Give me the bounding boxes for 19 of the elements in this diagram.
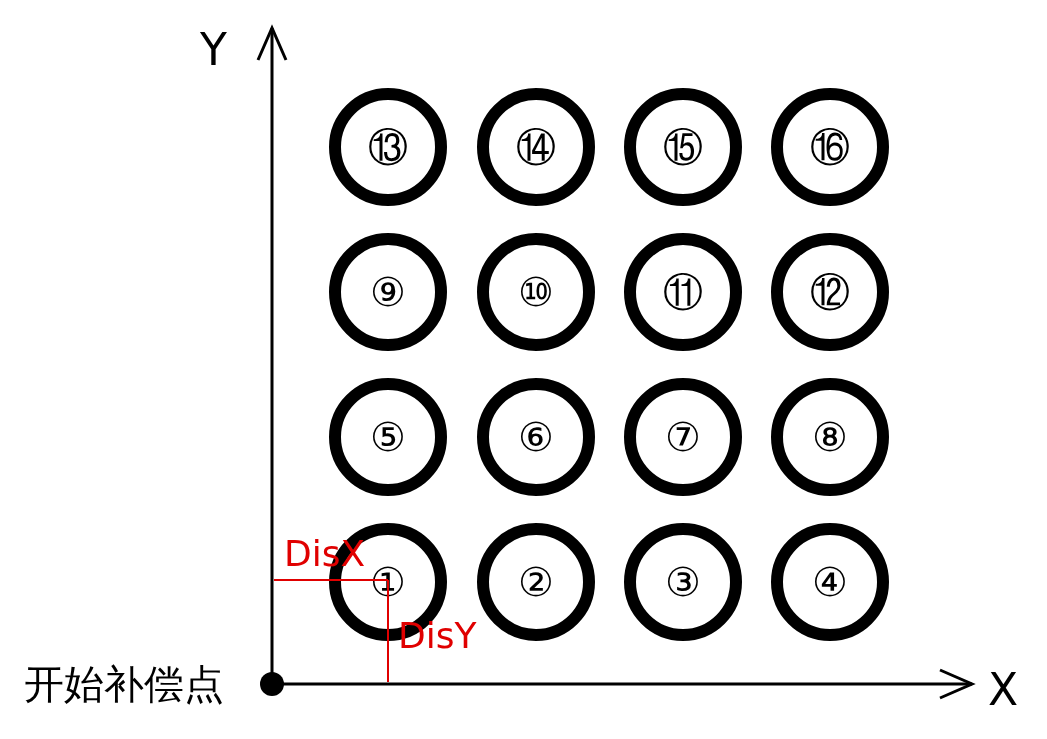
numbered-circle: ⑮ <box>624 88 742 206</box>
numbered-circle: ⑫ <box>771 233 889 351</box>
dimension-label: DisY <box>398 618 477 654</box>
numbered-circle: ⑥ <box>477 378 595 496</box>
numbered-circle: ⑬ <box>329 88 447 206</box>
numbered-circle: ② <box>477 523 595 641</box>
numbered-circle: ④ <box>771 523 889 641</box>
origin-label: 开始补偿点 <box>24 664 224 704</box>
numbered-circle: ⑯ <box>771 88 889 206</box>
numbered-circle: ⑭ <box>477 88 595 206</box>
numbered-circle: ⑨ <box>329 233 447 351</box>
numbered-circle: ③ <box>624 523 742 641</box>
numbered-circle: ⑤ <box>329 378 447 496</box>
axis-label: X <box>988 668 1019 712</box>
axis-label: Y <box>200 28 227 72</box>
numbered-circle: ⑦ <box>624 378 742 496</box>
numbered-circle: ⑩ <box>477 233 595 351</box>
numbered-circle: ⑧ <box>771 378 889 496</box>
numbered-circle: ⑪ <box>624 233 742 351</box>
